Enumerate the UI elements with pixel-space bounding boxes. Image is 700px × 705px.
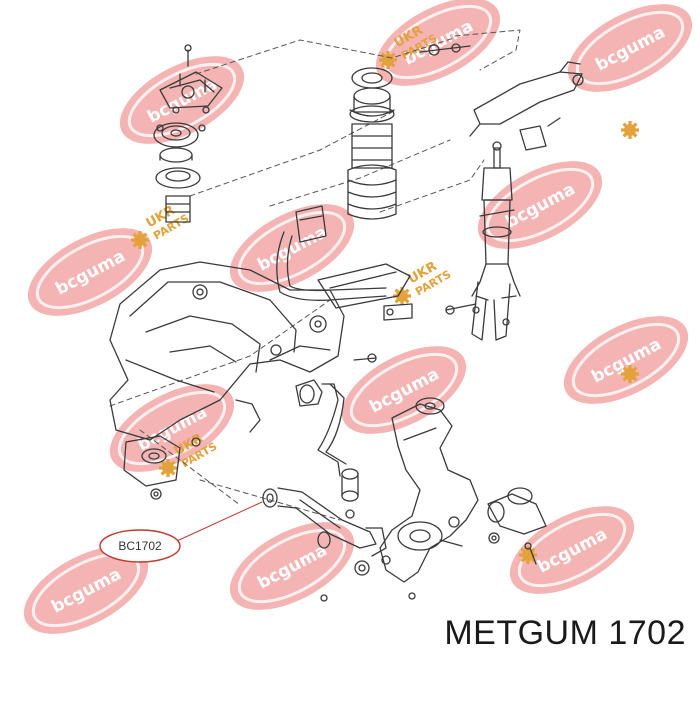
brand-watermark: bcguma — [494, 486, 650, 614]
callout-leader — [165, 501, 263, 547]
part-callout: BC1702 — [99, 529, 181, 563]
steering-knuckle — [379, 397, 479, 583]
line-art — [109, 29, 584, 602]
gear-icon — [131, 231, 149, 249]
assembly-guides — [109, 29, 521, 521]
gear-icon — [621, 365, 639, 383]
ball-joint — [487, 487, 547, 565]
product-caption: METGUM 1702 — [444, 614, 686, 652]
front-subframe — [109, 261, 377, 447]
brand-watermark: bcguma — [214, 502, 370, 630]
strut-top-mount — [159, 44, 223, 114]
gear-icon — [379, 51, 397, 69]
watermark-layer: bcguma bcguma bcguma bcguma bcguma bcgum… — [8, 0, 700, 654]
fasteners — [320, 509, 416, 602]
upper-strut-mount — [349, 67, 395, 123]
upper-control-arm — [419, 43, 584, 151]
mount-bearing — [153, 122, 206, 163]
brand-watermark: bcguma — [12, 208, 168, 336]
brand-watermark: bcguma — [8, 526, 164, 654]
tension-strut — [295, 379, 359, 502]
brand-watermark: bcguma — [326, 326, 482, 454]
brand-watermark: bcguma — [214, 184, 370, 312]
brand-watermark: bcguma — [552, 0, 700, 112]
callout-ring — [99, 529, 181, 563]
part-code-label: BC1702 — [118, 539, 162, 553]
lower-control-arm — [262, 487, 387, 557]
lower-arm-bracket — [123, 435, 181, 500]
dust-boot — [347, 123, 397, 220]
spring-seat — [155, 167, 201, 223]
gear-icon — [621, 121, 639, 139]
brand-watermark: bcguma — [548, 296, 700, 424]
brand-watermark: bcguma — [462, 141, 618, 269]
brand-watermark: bcguma — [104, 36, 260, 164]
shock-absorber — [445, 141, 521, 341]
